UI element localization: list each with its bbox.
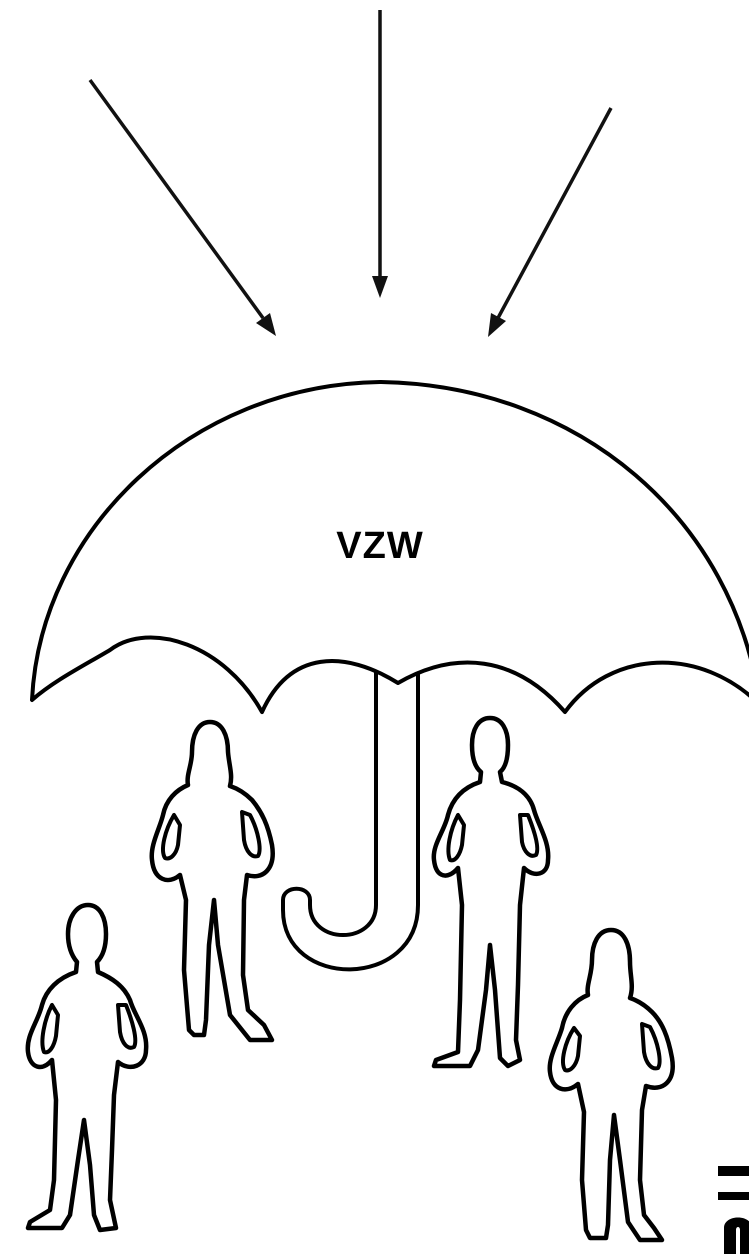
person-icon xyxy=(434,718,548,1066)
person-icon xyxy=(28,905,146,1230)
umbrella-label: VZW xyxy=(294,527,466,565)
person-icon xyxy=(152,722,273,1040)
arrow-right-icon xyxy=(488,108,611,337)
umbrella-handle xyxy=(283,660,418,969)
arrow-left-icon xyxy=(90,80,276,336)
person-icon xyxy=(550,930,673,1240)
cropped-text-fragment xyxy=(718,1166,749,1254)
arrow-center-icon xyxy=(372,10,388,298)
